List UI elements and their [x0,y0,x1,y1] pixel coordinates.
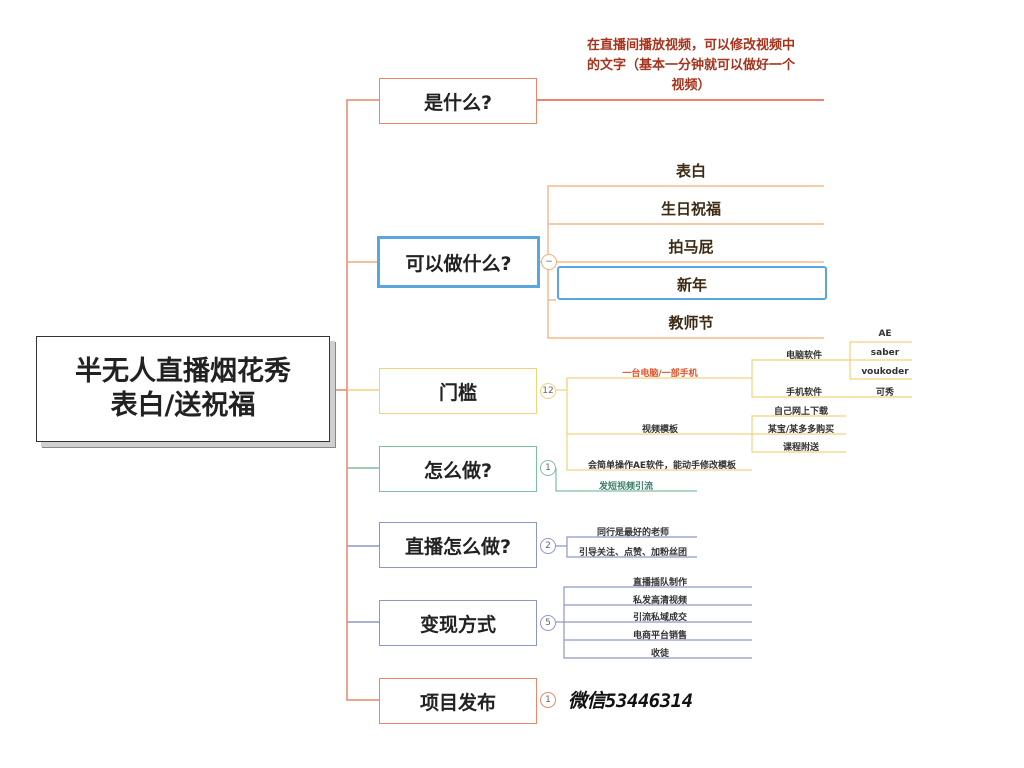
branch-what-label: 是什么? [423,91,493,114]
root-topic-line2: 表白/送祝福 [110,390,256,421]
live-count-badge[interactable]: 2 [540,538,556,554]
template-source[interactable]: 某宝/某多多购买 [767,425,835,435]
how-item[interactable]: 发短视频引流 [598,482,653,492]
release-count-badge[interactable]: 1 [540,692,556,708]
template-source[interactable]: 课程附送 [782,443,819,453]
can-do-item-selected[interactable]: 新年 [557,266,827,300]
live-item[interactable]: 引导关注、点赞、加粉丝团 [578,548,687,558]
monetize-count-badge[interactable]: 5 [540,615,556,631]
branch-live[interactable]: 直播怎么做? [379,522,537,568]
branch-how-label: 怎么做? [423,459,493,482]
branch-threshold-label: 门槛 [438,381,477,404]
threshold-template[interactable]: 视频模板 [641,425,678,435]
branch-release-label: 项目发布 [419,691,496,714]
can-do-item[interactable]: 表白 [675,162,706,180]
threshold-pc-software[interactable]: 电脑软件 [785,351,822,361]
live-item[interactable]: 同行是最好的老师 [596,528,669,538]
can-do-item[interactable]: 拍马屁 [668,238,714,256]
threshold-pc-tool[interactable]: voukoder [861,367,909,377]
branch-monetize-label: 变现方式 [419,613,496,636]
branch-what[interactable]: 是什么? [379,78,537,124]
branch-how[interactable]: 怎么做? [379,446,537,492]
monetize-item[interactable]: 私发高清视频 [632,596,687,606]
branch-threshold[interactable]: 门槛 [379,368,537,414]
collapse-toggle[interactable]: − [541,254,557,270]
template-source[interactable]: 自己网上下载 [773,407,828,417]
what-description-line3: 视频） [671,78,711,93]
branch-can-do[interactable]: 可以做什么? [377,236,540,288]
can-do-item[interactable]: 教师节 [668,314,714,332]
branch-live-label: 直播怎么做? [404,535,512,558]
monetize-item[interactable]: 收徒 [650,649,669,659]
monetize-item[interactable]: 直播插队制作 [632,578,687,588]
can-do-item[interactable]: 生日祝福 [660,200,721,218]
monetize-item[interactable]: 引流私域成交 [632,613,687,623]
branch-monetize[interactable]: 变现方式 [379,600,537,646]
root-topic-line1: 半无人直播烟花秀 [75,356,291,387]
what-description-line2: 的文字（基本一分钟就可以做好一个 [586,58,795,73]
threshold-computer[interactable]: 一台电脑/一部手机 [622,369,698,379]
what-description-line1: 在直播间播放视频，可以修改视频中 [586,38,795,53]
wechat-watermark: 微信53446314 [568,690,693,712]
threshold-pc-tool[interactable]: AE [878,329,892,339]
threshold-skill[interactable]: 会简单操作AE软件，能动手修改模板 [587,461,737,471]
what-description[interactable]: 在直播间播放视频，可以修改视频中 的文字（基本一分钟就可以做好一个 视频） [560,36,822,96]
how-count-badge[interactable]: 1 [540,460,556,476]
threshold-phone-tool[interactable]: 可秀 [875,388,894,398]
root-topic[interactable]: 半无人直播烟花秀 表白/送祝福 [36,336,330,442]
branch-release[interactable]: 项目发布 [379,678,537,724]
threshold-count-badge[interactable]: 12 [540,383,556,399]
threshold-phone-software[interactable]: 手机软件 [785,388,822,398]
branch-can-do-label: 可以做什么? [405,252,512,275]
monetize-item[interactable]: 电商平台销售 [632,631,687,641]
threshold-pc-tool[interactable]: saber [870,348,900,358]
